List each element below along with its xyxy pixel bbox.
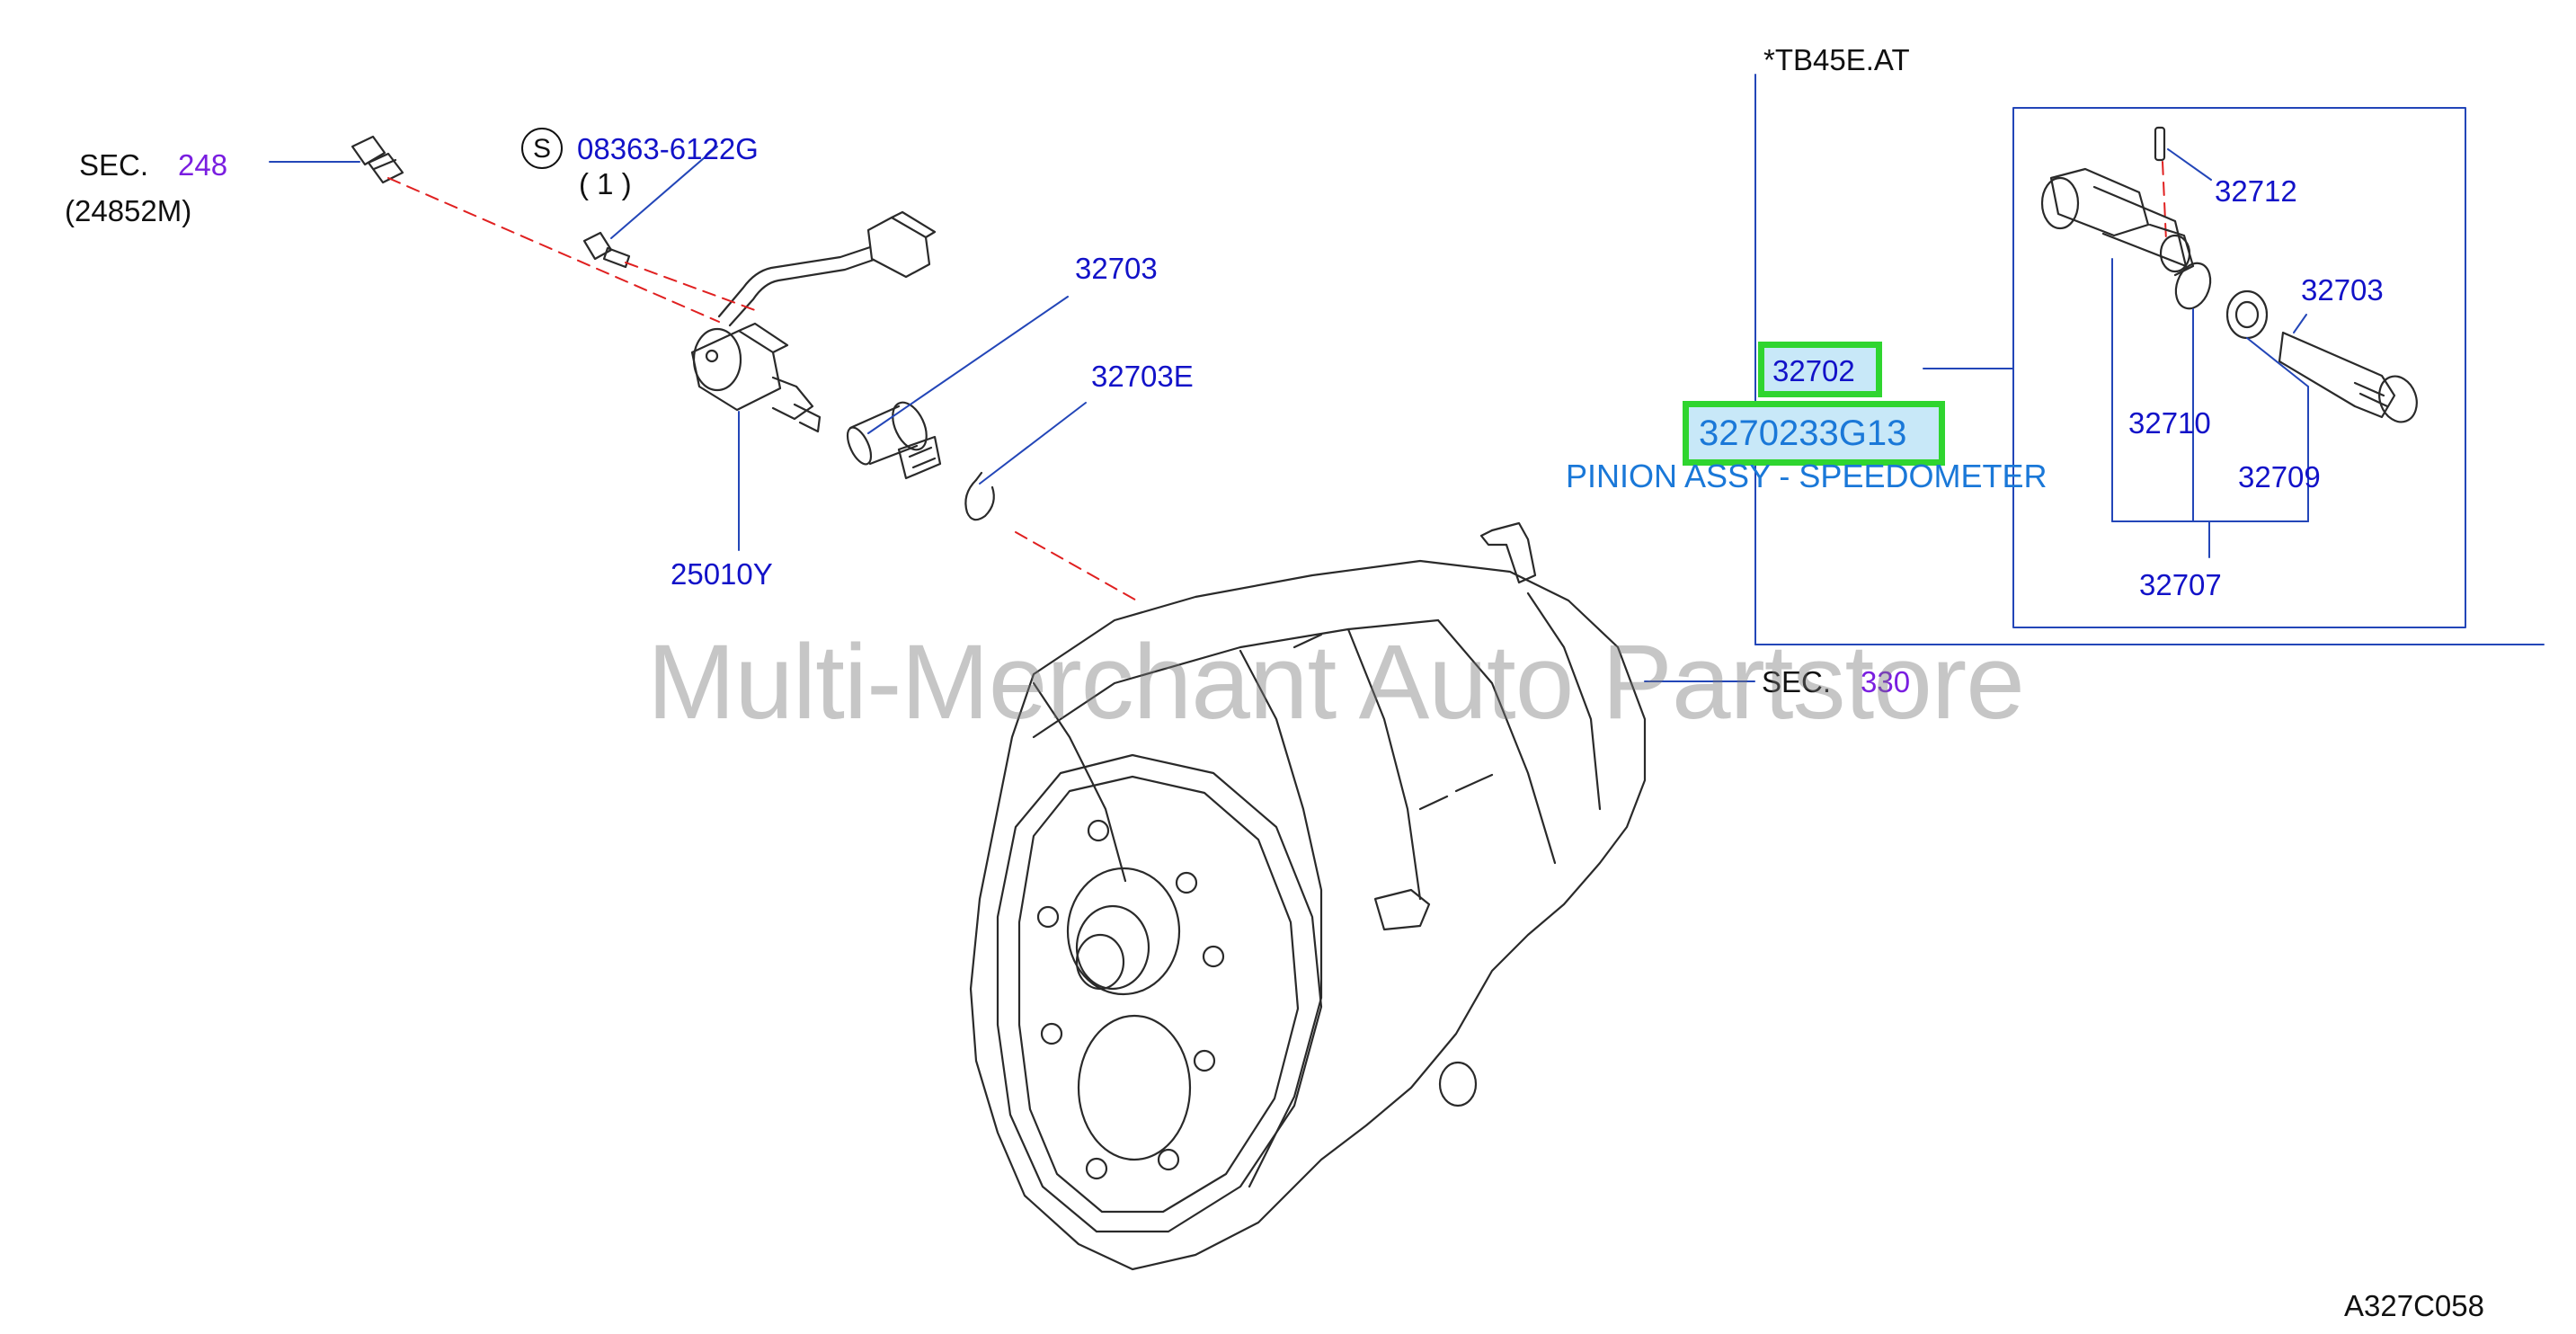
drain-plug-part — [351, 135, 404, 184]
snap-ring-part — [964, 471, 995, 521]
sec-248-prefix: SEC. — [79, 148, 149, 182]
sec-248-link[interactable]: 248 — [178, 148, 228, 182]
sec-330-link[interactable]: 330 — [1861, 665, 1911, 698]
bolt-quantity: ( 1 ) — [579, 167, 632, 200]
bushing-part — [2225, 289, 2269, 340]
part-32707[interactable]: 32707 — [2139, 568, 2222, 601]
snap-ring-leader — [979, 402, 1087, 485]
sec-248-subcode: (24852M) — [65, 194, 192, 227]
pin-leader — [2167, 148, 2212, 181]
pinion-description: PINION ASSY - SPEEDOMETER — [1566, 458, 2047, 494]
drawing-code: A327C058 — [2344, 1289, 2484, 1322]
pinion-housing-part — [2040, 167, 2195, 277]
standard-part-symbol: S — [521, 128, 563, 169]
gear-leader — [867, 296, 1069, 434]
part-32703-right[interactable]: 32703 — [2301, 273, 2384, 307]
bolt-part — [582, 231, 631, 269]
part-32709[interactable]: 32709 — [2238, 460, 2321, 494]
driven-gear-part — [846, 401, 942, 480]
installation-dash-lines — [387, 161, 2167, 603]
part-3270233G13[interactable]: 3270233G13 — [1699, 414, 1907, 453]
highlight-3270233G13 — [1683, 401, 1945, 466]
part-25010Y[interactable]: 25010Y — [671, 557, 773, 591]
part-32703E[interactable]: 32703E — [1091, 360, 1194, 393]
pin-part — [2154, 126, 2166, 162]
variant-note: *TB45E.AT — [1763, 43, 1910, 76]
o-ring-part — [2174, 262, 2212, 310]
inset-leaders — [2111, 258, 2309, 558]
part-08363-6122G[interactable]: 08363-6122G — [577, 132, 759, 165]
store-watermark: Multi-Merchant Auto Partstore — [647, 623, 2025, 742]
part-32712[interactable]: 32712 — [2215, 174, 2297, 208]
part-32710[interactable]: 32710 — [2128, 406, 2211, 440]
variant-inset-frame — [1754, 74, 2545, 645]
bolt-leader — [610, 146, 718, 239]
highlight-32702 — [1758, 342, 1882, 397]
part-32703-left[interactable]: 32703 — [1075, 252, 1158, 285]
inset-gear-part — [2278, 331, 2418, 423]
part-32702[interactable]: 32702 — [1772, 354, 1855, 387]
sec-330-prefix: SEC. — [1762, 665, 1832, 698]
speed-sensor-part — [690, 210, 937, 433]
transmission-housing — [969, 521, 1647, 1271]
